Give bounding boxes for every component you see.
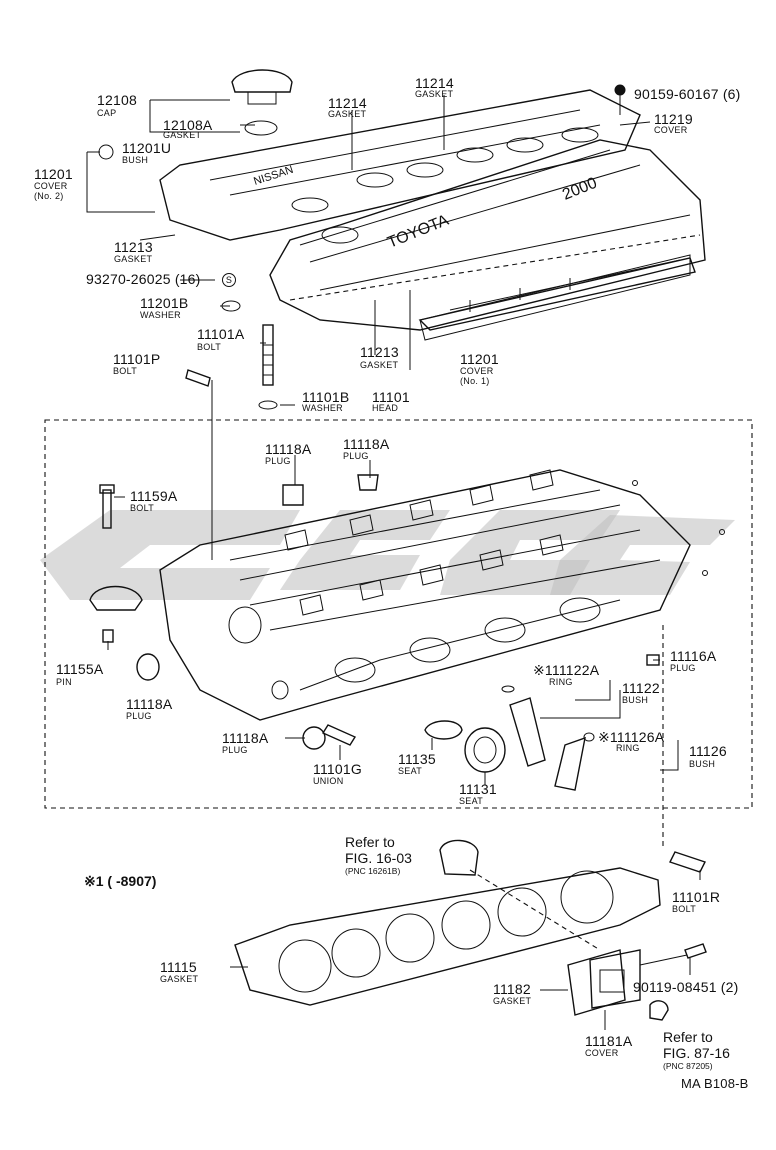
callout-11201-no1-number: 11201 [460, 351, 499, 367]
standard-part-mark: S [222, 273, 236, 287]
callout-11201-no2-desc: COVER [34, 181, 68, 191]
callout-11101a-number: 11101A [197, 326, 245, 342]
callout-11101-desc: HEAD [372, 403, 399, 413]
head-group-frame [44, 419, 753, 809]
callout-11122-number: 11122 [622, 680, 660, 696]
callout-11181a-number: 11181A [585, 1033, 633, 1049]
callout-11116a-desc: PLUG [670, 663, 696, 673]
callout-11219-number: 11219 [654, 111, 693, 127]
callout-11101p-desc: BOLT [113, 366, 138, 376]
reference-2-line2: FIG. 87-16 [663, 1045, 730, 1061]
callout-11116a-number: 11116A [670, 648, 717, 664]
callout-11214-mid-number: 11214 [328, 95, 367, 111]
callout-11201b-number: 11201B [140, 295, 189, 311]
callout-11201b-desc: WASHER [140, 310, 181, 320]
callout-11118a-plug1-desc: PLUG [265, 456, 291, 466]
callout-11155a-number: 11155A [56, 661, 104, 677]
callout-11122a-desc: RING [549, 677, 573, 687]
cover-model-text: 2000 [560, 175, 599, 204]
reference-1-line2: FIG. 16-03 [345, 850, 412, 866]
callout-90119-number: 90119-08451 (2) [633, 979, 739, 995]
watermark [40, 510, 735, 600]
callout-12108-desc: CAP [97, 108, 117, 118]
callout-11126a-number: ※111126A [598, 729, 665, 745]
callout-12108-number: 12108 [97, 92, 137, 108]
callout-11213-left-desc: GASKET [114, 254, 153, 264]
callout-11118a-plug3-desc: PLUG [126, 711, 152, 721]
callout-11182-desc: GASKET [493, 996, 532, 1006]
callout-11159a-desc: BOLT [130, 503, 155, 513]
callout-11115-desc: GASKET [160, 974, 199, 984]
callout-11131-desc: SEAT [459, 796, 484, 806]
callout-11214-mid-desc: GASKET [328, 109, 367, 119]
reference-1-pnc: (PNC 16261B) [345, 866, 401, 876]
callout-11213-right-number: 11213 [360, 344, 399, 360]
callout-11115-number: 11115 [160, 959, 197, 975]
callout-11101-number: 11101 [372, 389, 410, 405]
callout-11101p-number: 11101P [113, 351, 161, 367]
callout-11101r-number: 11101R [672, 889, 721, 905]
footnote: ※1 ( -8907) [84, 873, 157, 889]
illustration-code: MA B108-B [681, 1076, 749, 1091]
callout-12108a-desc: GASKET [163, 130, 202, 140]
head-bolts [185, 324, 278, 410]
callout-11219-desc: COVER [654, 125, 688, 135]
callout-11126a-desc: RING [616, 743, 640, 753]
reference-1-line1: Refer to [345, 834, 395, 850]
leader-lines [86, 95, 701, 1030]
callout-11201-no2-qualifier: (No. 2) [34, 191, 64, 201]
callout-11201u-number: 11201U [122, 140, 172, 156]
callout-11135-desc: SEAT [398, 766, 423, 776]
callout-11181a-desc: COVER [585, 1048, 619, 1058]
callout-11118a-plug3-number: 11118A [126, 696, 173, 712]
callout-11213-left-number: 11213 [114, 239, 153, 255]
callout-93270-number: 93270-26025 (16) [86, 271, 201, 287]
head-small-parts [89, 474, 660, 791]
callout-11201-no1-qualifier: (No. 1) [460, 376, 490, 386]
callout-11131-number: 11131 [459, 781, 497, 797]
callout-11122-desc: BUSH [622, 695, 649, 705]
cover-brand-text: TOYOTA [385, 212, 451, 252]
callout-11126-desc: BUSH [689, 759, 716, 769]
reference-2-pnc: (PNC 87205) [663, 1061, 713, 1071]
callout-11118a-plug4-number: 11118A [222, 730, 269, 746]
callout-11126-number: 11126 [689, 743, 727, 759]
callout-11201-no2-number: 11201 [34, 166, 73, 182]
callout-90159-number: 90159-60167 (6) [634, 86, 741, 102]
callout-11214-top-desc: GASKET [415, 89, 454, 99]
callout-11155a-desc: PIN [56, 677, 72, 687]
callout-11101g-number: 11101G [313, 761, 362, 777]
callout-11101b-desc: WASHER [302, 403, 343, 413]
callout-11201-no1-desc: COVER [460, 366, 494, 376]
callout-11135-number: 11135 [398, 751, 436, 767]
callout-11101a-desc: BOLT [197, 342, 222, 352]
callout-11122a-number: ※111122A [533, 662, 600, 678]
callout-11213-right-desc: GASKET [360, 360, 399, 370]
callout-11118a-plug2-number: 11118A [343, 436, 390, 452]
callout-11159a-number: 11159A [130, 488, 178, 504]
valve-cover-assembly: TOYOTA 2000 NISSAN [98, 69, 706, 341]
callout-11118a-plug4-desc: PLUG [222, 745, 248, 755]
callout-11214-top-number: 11214 [415, 75, 454, 91]
callout-11182-number: 11182 [493, 981, 531, 997]
cylinder-head [159, 469, 725, 721]
callout-12108a-number: 12108A [163, 117, 213, 133]
callout-11101g-desc: UNION [313, 776, 344, 786]
callout-11118a-plug2-desc: PLUG [343, 451, 369, 461]
callout-11201u-desc: BUSH [122, 155, 149, 165]
callout-11101b-number: 11101B [302, 389, 350, 405]
reference-2-line1: Refer to [663, 1029, 713, 1045]
callout-11101r-desc: BOLT [672, 904, 697, 914]
callout-11118a-plug1-number: 11118A [265, 441, 312, 457]
